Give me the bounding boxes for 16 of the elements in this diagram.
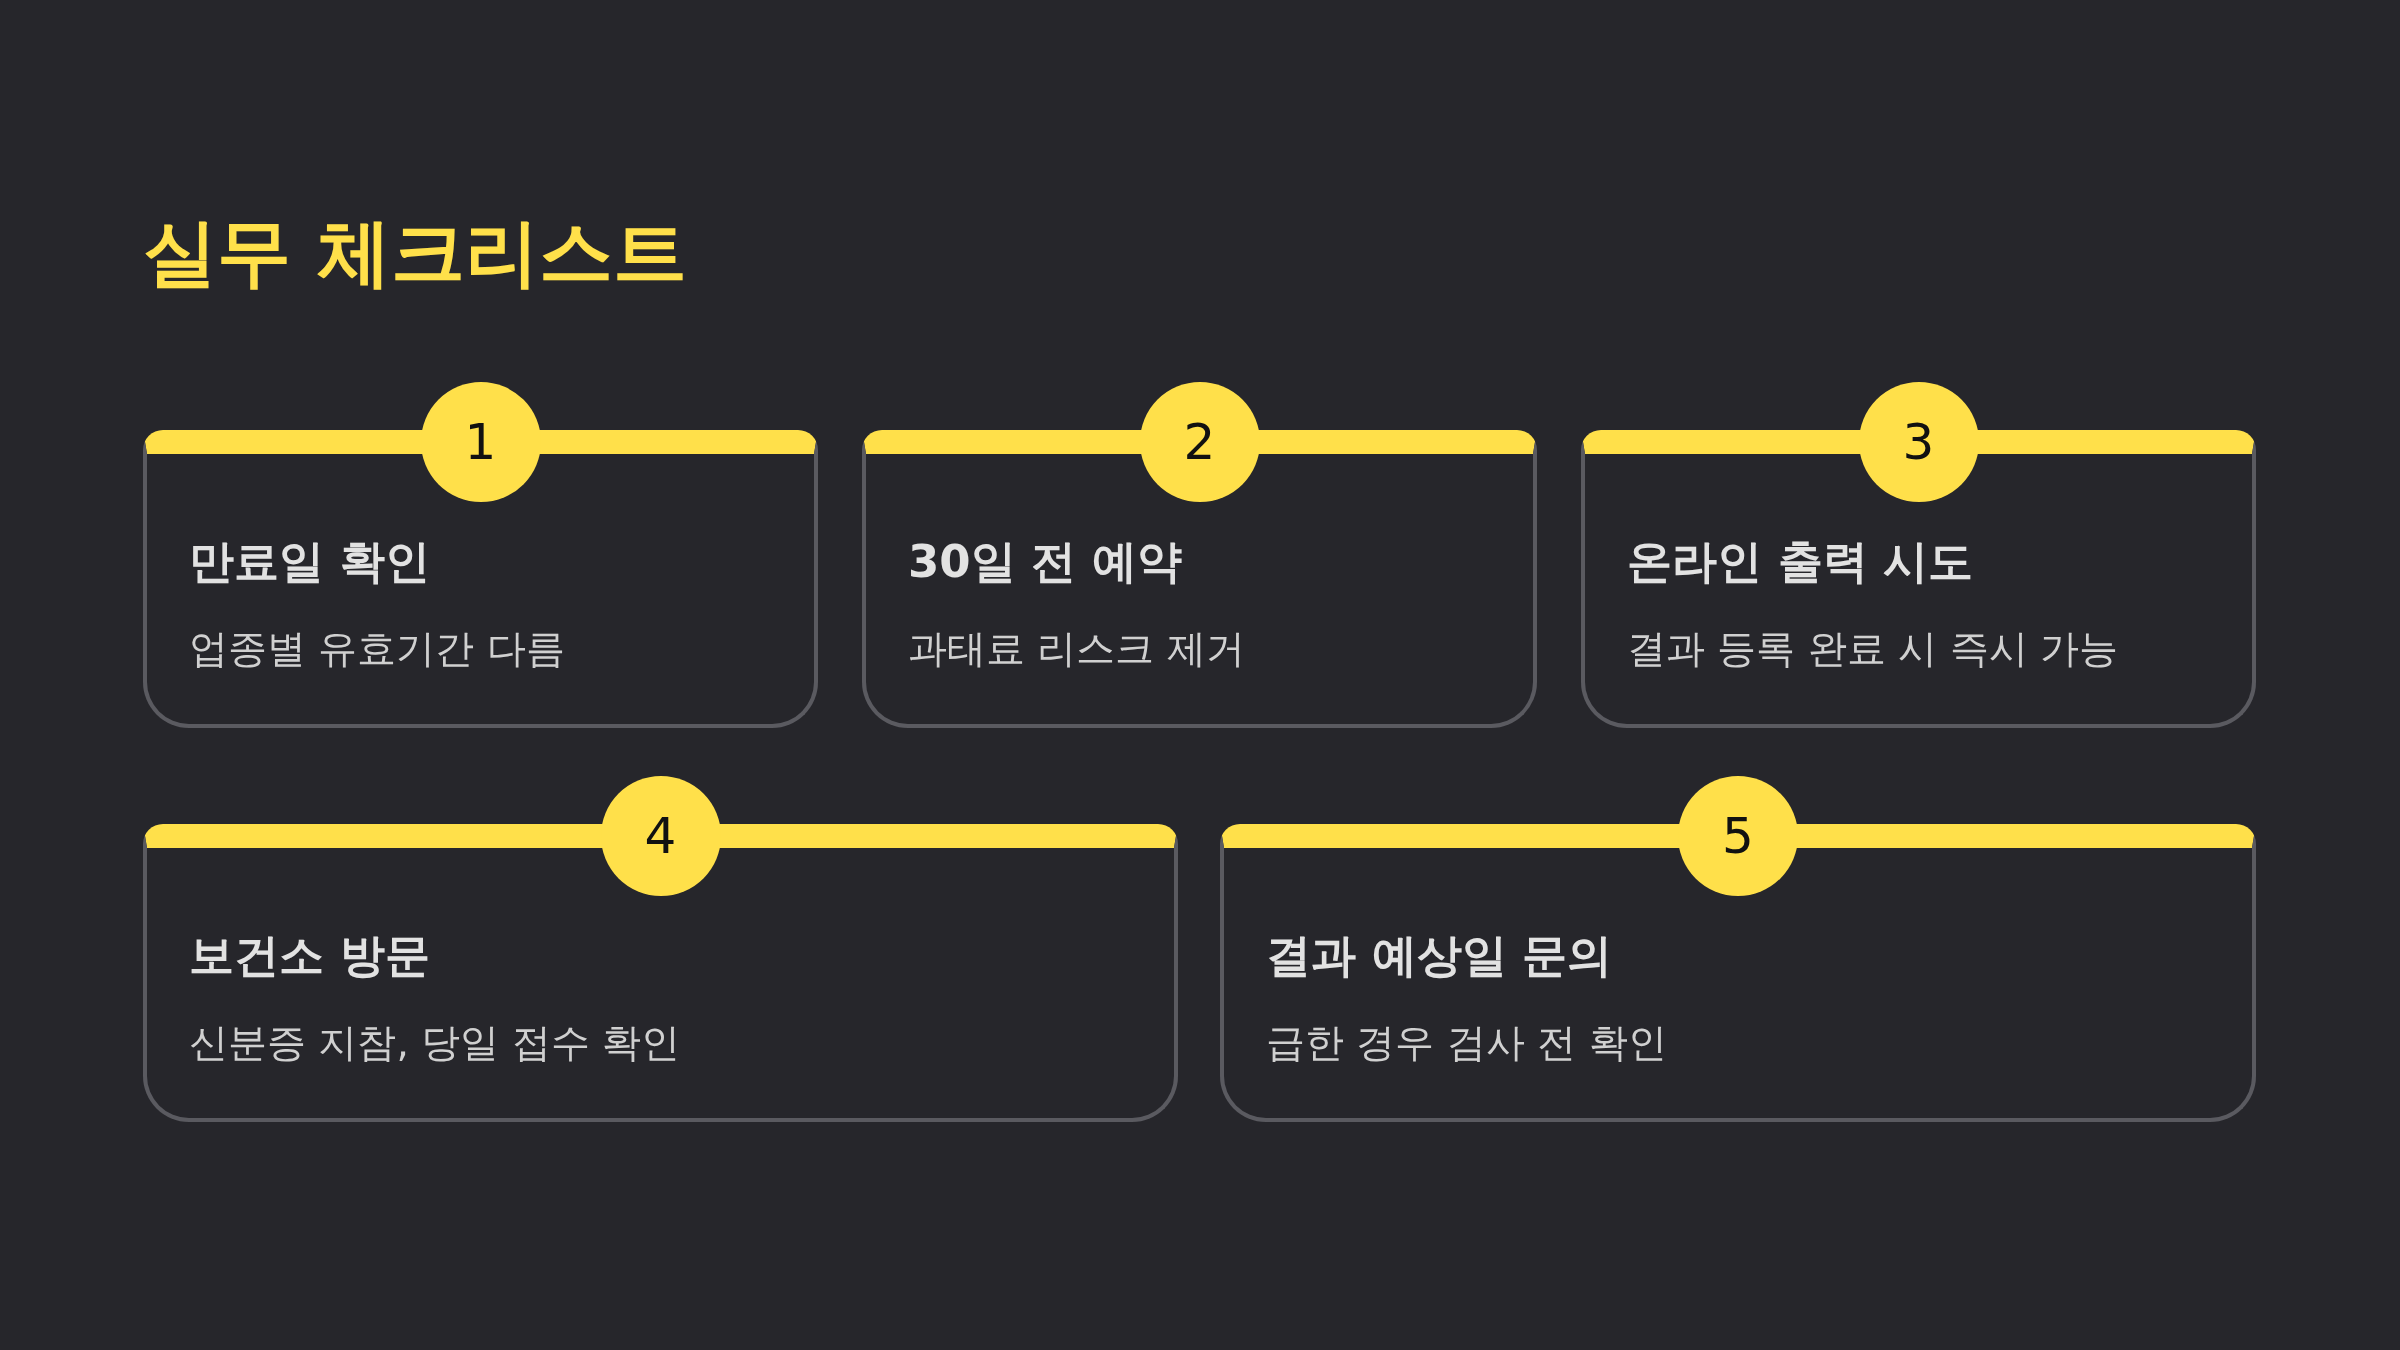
title: 실무 체크리스트	[143, 208, 687, 297]
card-heading: 온라인 출력 시도	[1627, 534, 1974, 590]
step-number-badge: 5	[1678, 776, 1798, 896]
card-heading: 만료일 확인	[189, 534, 430, 590]
card-description: 업종별 유효기간 다름	[189, 625, 565, 673]
step-number-badge: 4	[600, 776, 721, 896]
step-number-badge: 1	[420, 382, 541, 502]
step-number-badge: 3	[1858, 382, 1979, 502]
card-description: 신분증 지참, 당일 접수 확인	[189, 1019, 680, 1067]
card-description: 과태료 리스크 제거	[908, 625, 1245, 673]
card-description: 급한 경우 검사 전 확인	[1266, 1019, 1667, 1067]
card-description: 결과 등록 완료 시 즉시 가능	[1627, 625, 2118, 673]
card-heading: 30일 전 예약	[908, 534, 1182, 590]
step-number-badge: 2	[1139, 382, 1260, 502]
card-heading: 결과 예상일 문의	[1266, 928, 1613, 984]
card-heading: 보건소 방문	[189, 928, 430, 984]
